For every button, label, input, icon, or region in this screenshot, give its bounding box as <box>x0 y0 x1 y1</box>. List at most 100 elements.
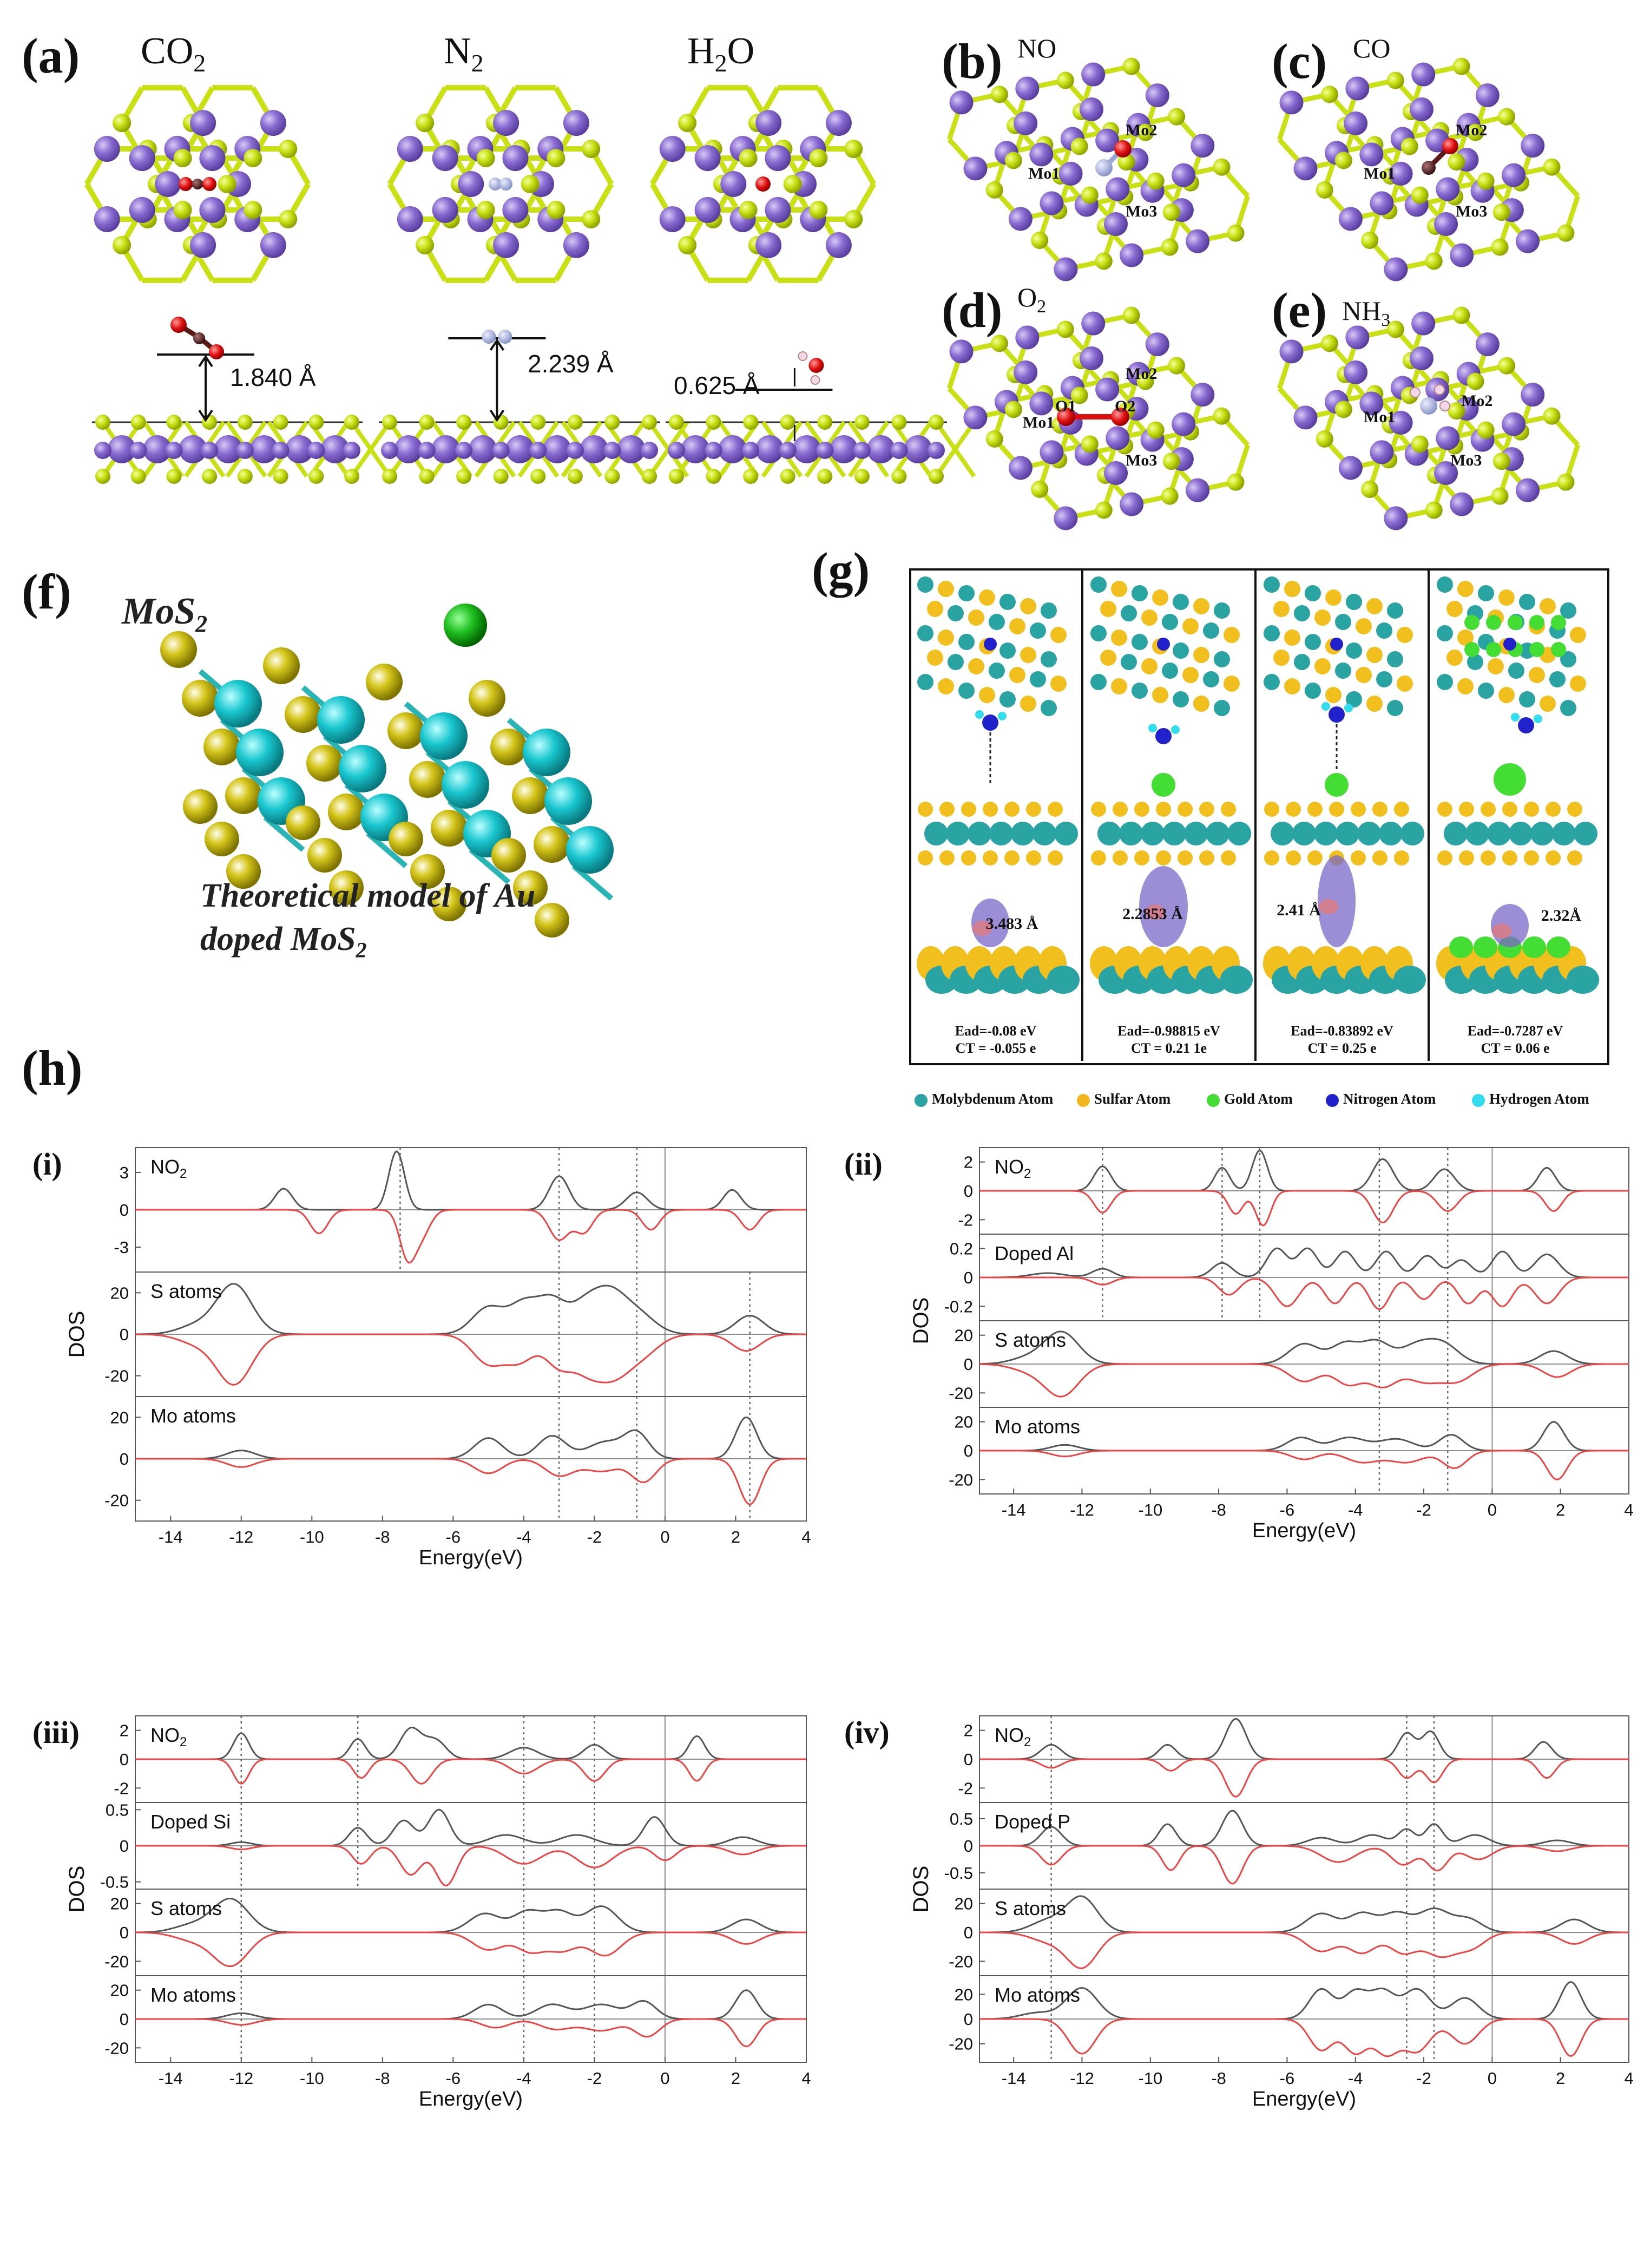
s-atom <box>166 469 182 484</box>
top-atom <box>1397 676 1413 692</box>
h-atom <box>1171 725 1180 734</box>
y-tick-label: 0 <box>964 1923 973 1942</box>
top-atom <box>1111 630 1127 646</box>
spin-down-curve <box>979 1758 1629 1798</box>
rotated-structure-o2 <box>947 306 1250 530</box>
x-tick-label: 0 <box>1488 2069 1497 2088</box>
mo-atom <box>1054 506 1078 530</box>
mo-atom <box>523 729 570 776</box>
rotated-structure-co <box>1277 57 1580 281</box>
s-atom <box>1498 357 1516 375</box>
y-tick-label: -20 <box>104 2038 129 2057</box>
atom-label-b: Mo1 <box>1028 165 1060 182</box>
y-tick-label: 0 <box>120 1923 129 1942</box>
subplot-name: Mo atoms <box>150 1984 236 2006</box>
g-energy-2: Ead=-0.98815 eV <box>1117 1023 1220 1039</box>
s-atom <box>1452 306 1470 324</box>
s-atom <box>1213 407 1231 425</box>
bond <box>571 864 614 901</box>
s-atom <box>1543 158 1561 176</box>
n-atom <box>1157 638 1170 651</box>
arrow-head <box>198 355 213 368</box>
x-tick-label: 4 <box>801 2069 811 2088</box>
s-atom <box>1437 850 1452 866</box>
top-atom <box>1437 674 1453 690</box>
s-atom <box>1113 802 1128 817</box>
mo-atom <box>563 232 589 258</box>
top-atom <box>1305 634 1321 650</box>
mo-atom <box>825 232 852 258</box>
g-charge-3: CT = 0.25 e <box>1307 1040 1377 1056</box>
spin-up-curve <box>135 1283 806 1335</box>
g-energy-3: Ead=-0.83892 eV <box>1291 1023 1393 1039</box>
top-atom <box>917 625 933 641</box>
mo-atom <box>1502 163 1526 187</box>
g-energy-1: Ead=-0.08 eV <box>955 1023 1037 1039</box>
s-atom <box>530 415 546 430</box>
dos-subpanel-label: (iii) <box>32 1715 80 1750</box>
mo-atom <box>1184 822 1208 845</box>
top-atom <box>1162 614 1178 630</box>
mo-atom <box>924 822 948 845</box>
s-atom <box>306 745 343 782</box>
s-atom <box>706 415 721 430</box>
subplot-name: Doped Si <box>150 1811 231 1833</box>
mo-atom <box>968 822 991 845</box>
mo-atom <box>1444 822 1468 845</box>
top-atom <box>1090 576 1107 593</box>
mo-atom <box>755 110 782 136</box>
mo-atom <box>755 435 784 463</box>
top-atom <box>938 581 954 597</box>
top-atom <box>1498 687 1515 703</box>
s-atom <box>416 114 435 133</box>
mo-atom <box>1186 229 1210 253</box>
x-tick-label: -2 <box>587 1528 602 1546</box>
s-atom <box>1567 850 1582 866</box>
top-atom <box>989 614 1005 630</box>
g-distance-4: 2.32Å <box>1541 907 1582 925</box>
n-atom <box>498 330 512 344</box>
s-atom <box>567 415 583 430</box>
y-tick-label: 0 <box>120 1750 129 1769</box>
x-tick-label: -10 <box>1138 1500 1162 1519</box>
mo-atom <box>1521 383 1545 407</box>
s-atom <box>1136 372 1154 390</box>
au-atom <box>1474 936 1497 958</box>
mo-atom <box>1008 456 1033 480</box>
mo-atom <box>1292 822 1316 845</box>
s-atom <box>113 235 131 254</box>
au-atom <box>1547 936 1570 958</box>
mo-atom <box>143 435 172 463</box>
h-atom <box>1439 401 1450 411</box>
s-atom <box>1477 421 1495 439</box>
mo-atom <box>1040 440 1064 464</box>
x-tick-label: 0 <box>1488 1500 1497 1519</box>
top-atom <box>1121 605 1137 621</box>
s-atom <box>491 838 526 873</box>
spin-down-curve <box>135 2018 806 2048</box>
x-tick-label: -12 <box>229 1528 253 1546</box>
s-atom <box>939 850 955 866</box>
s-atom <box>1467 372 1484 390</box>
n-atom <box>1420 397 1437 415</box>
subscript: 2 <box>180 1735 187 1749</box>
mo-atom <box>1436 177 1460 201</box>
s-atom <box>1361 231 1379 249</box>
top-atom <box>968 609 984 626</box>
mo-atom <box>928 442 945 459</box>
mo-atom <box>1336 822 1359 845</box>
mo-atom <box>94 136 120 162</box>
x-tick-label: 2 <box>1556 1500 1565 1519</box>
mo-atom <box>1465 822 1489 845</box>
top-atom <box>1560 700 1576 716</box>
mo-atom <box>1379 822 1403 845</box>
s-atom <box>160 631 197 668</box>
mo-atom <box>1047 966 1080 994</box>
y-tick-label: -2 <box>958 1779 973 1798</box>
s-atom <box>1437 802 1452 817</box>
s-atom <box>1320 335 1338 352</box>
subplot-name: S atoms <box>150 1897 222 1919</box>
x-tick-label: -12 <box>229 2069 253 2088</box>
mo-atom <box>1015 76 1040 101</box>
